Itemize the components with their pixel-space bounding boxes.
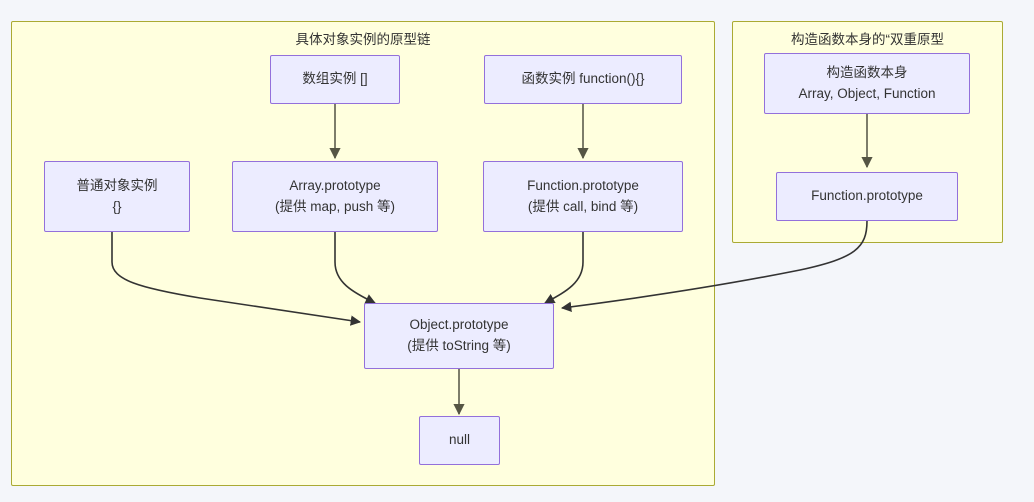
node-plain-object-instance[interactable]: 普通对象实例 {} bbox=[44, 161, 190, 232]
node-object-prototype-line1: Object.prototype bbox=[409, 317, 509, 333]
node-constructor-itself-line2: Array, Object, Function bbox=[798, 85, 936, 101]
node-null[interactable]: null bbox=[419, 416, 500, 465]
node-array-instance[interactable]: 数组实例 [] bbox=[270, 55, 400, 104]
node-object-prototype-line2: (提供 toString 等) bbox=[407, 338, 511, 353]
subgraph-constructor-dual-proto-title: 构造函数本身的“双重原型 bbox=[791, 32, 944, 47]
node-function-prototype[interactable]: Function.prototype (提供 call, bind 等) bbox=[483, 161, 683, 232]
node-plain-object-instance-line1: 普通对象实例 bbox=[76, 177, 158, 193]
node-constructor-itself[interactable]: 构造函数本身 Array, Object, Function bbox=[764, 53, 970, 114]
node-function-prototype-line1: Function.prototype bbox=[527, 177, 639, 193]
node-plain-object-instance-line2: {} bbox=[112, 198, 122, 214]
node-array-prototype-line1: Array.prototype bbox=[289, 177, 381, 193]
node-array-prototype-line2: (提供 map, push 等) bbox=[274, 198, 396, 214]
node-object-prototype[interactable]: Object.prototype (提供 toString 等) bbox=[364, 303, 554, 369]
node-function-instance-line1: 函数实例 function(){} bbox=[521, 71, 645, 87]
subgraph-instance-chain-title: 具体对象实例的原型链 bbox=[295, 32, 431, 47]
node-function-prototype-right-line1: Function.prototype bbox=[811, 188, 923, 204]
node-array-prototype[interactable]: Array.prototype (提供 map, push 等) bbox=[232, 161, 438, 232]
node-constructor-itself-line1: 构造函数本身 bbox=[826, 64, 908, 80]
node-function-prototype-line2: (提供 call, bind 等) bbox=[527, 198, 639, 214]
node-function-instance[interactable]: 函数实例 function(){} bbox=[484, 55, 682, 104]
node-function-prototype-right[interactable]: Function.prototype bbox=[776, 172, 958, 221]
node-null-line1: null bbox=[448, 432, 470, 448]
node-array-instance-line1: 数组实例 [] bbox=[302, 71, 368, 87]
